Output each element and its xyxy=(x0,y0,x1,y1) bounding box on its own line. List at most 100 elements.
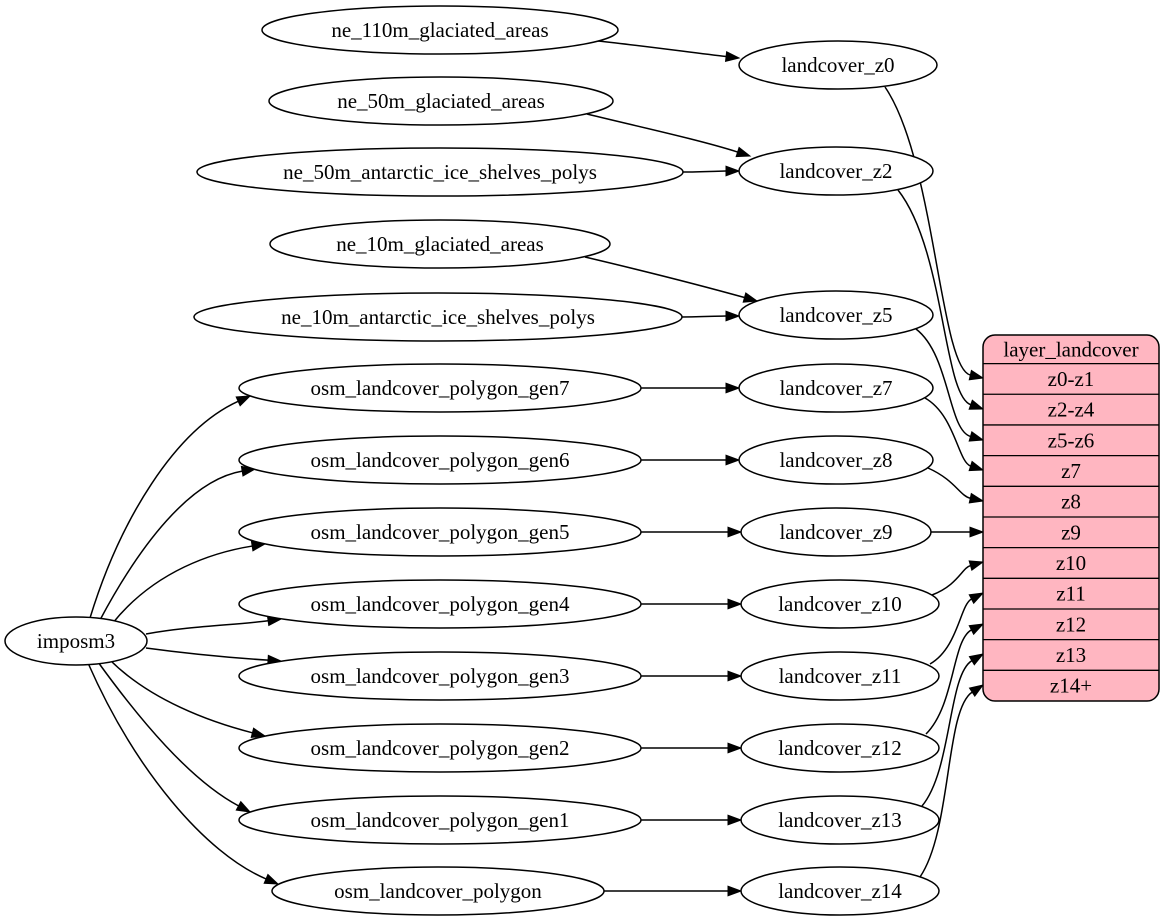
node-shape xyxy=(238,579,642,629)
arrowhead-icon xyxy=(725,165,741,177)
arrowhead-icon xyxy=(968,684,985,698)
arrowhead-icon xyxy=(727,742,743,754)
node-shape xyxy=(269,219,611,269)
arrowhead-icon xyxy=(735,146,752,158)
node-label: landcover_z14 xyxy=(778,879,902,903)
record-row-z5-z6: z5-z6 xyxy=(1048,428,1095,452)
edge-osm_landcover_polygon_gen4-landcover_z10 xyxy=(641,598,743,610)
node-label: ne_110m_glaciated_areas xyxy=(331,18,548,42)
node-shape xyxy=(271,866,605,916)
node-label: osm_landcover_polygon_gen3 xyxy=(311,664,570,688)
arrowhead-icon xyxy=(263,873,280,885)
node-label: osm_landcover_polygon_gen4 xyxy=(311,592,570,616)
node-shape xyxy=(238,507,642,557)
node-ne_10m_antarctic_ice_shelves_polys: ne_10m_antarctic_ice_shelves_polys xyxy=(193,292,683,342)
node-shape xyxy=(4,616,148,666)
edge-imposm3-osm_landcover_polygon_gen4 xyxy=(145,615,283,635)
edge-ne_10m_antarctic_ice_shelves_polys-landcover_z5 xyxy=(681,310,741,322)
arrowhead-icon xyxy=(968,399,985,410)
node-shape xyxy=(740,651,940,701)
arrowhead-icon xyxy=(968,592,985,605)
edge-imposm3-osm_landcover_polygon_gen6 xyxy=(99,465,257,621)
node-shape xyxy=(268,76,614,126)
node-ne_50m_glaciated_areas: ne_50m_glaciated_areas xyxy=(268,76,614,126)
arrowhead-icon xyxy=(725,382,741,394)
node-shape xyxy=(738,290,934,340)
node-shape xyxy=(196,147,684,197)
edge-landcover_z9-layer_landcover-z9 xyxy=(931,526,985,538)
node-shape xyxy=(238,435,642,485)
node-shape xyxy=(261,5,619,55)
node-landcover_z2: landcover_z2 xyxy=(738,146,934,196)
node-shape xyxy=(238,723,642,773)
record-row-z7: z7 xyxy=(1061,459,1081,483)
node-shape xyxy=(738,146,934,196)
arrowhead-icon xyxy=(968,369,985,381)
arrowhead-icon xyxy=(725,310,741,322)
node-label: landcover_z11 xyxy=(779,664,902,688)
arrowhead-icon xyxy=(968,492,985,504)
edge-osm_landcover_polygon_gen7-landcover_z7 xyxy=(640,382,741,394)
arrowhead-icon xyxy=(968,460,985,472)
edge-imposm3-osm_landcover_polygon xyxy=(87,662,280,885)
edge-imposm3-osm_landcover_polygon_gen7 xyxy=(89,395,252,619)
node-label: imposm3 xyxy=(37,629,115,653)
arrowhead-icon xyxy=(727,814,743,826)
node-label: osm_landcover_polygon_gen7 xyxy=(311,376,570,400)
arrowhead-icon xyxy=(727,598,743,610)
arrowhead-icon xyxy=(727,526,743,538)
edge-osm_landcover_polygon_gen2-landcover_z12 xyxy=(640,742,743,754)
node-osm_landcover_polygon_gen5: osm_landcover_polygon_gen5 xyxy=(238,507,642,557)
node-osm_landcover_polygon: osm_landcover_polygon xyxy=(271,866,605,916)
edge-landcover_z11-layer_landcover-z11 xyxy=(929,592,985,665)
edge-osm_landcover_polygon_gen6-landcover_z8 xyxy=(640,454,741,466)
record-row-z8: z8 xyxy=(1061,490,1081,514)
edge-landcover_z5-layer_landcover-z5-z6 xyxy=(915,328,985,442)
edge-ne_50m_antarctic_ice_shelves_polys-landcover_z2 xyxy=(682,165,741,177)
edge-ne_10m_glaciated_areas-landcover_z5 xyxy=(584,256,759,303)
node-label: osm_landcover_polygon xyxy=(334,879,542,903)
arrowhead-icon xyxy=(727,885,743,897)
edge-osm_landcover_polygon_gen5-landcover_z9 xyxy=(641,526,743,538)
node-landcover_z7: landcover_z7 xyxy=(738,363,934,413)
node-shape xyxy=(740,866,940,916)
edge-landcover_z0-layer_landcover-z0-z1 xyxy=(884,86,985,381)
node-ne_50m_antarctic_ice_shelves_polys: ne_50m_antarctic_ice_shelves_polys xyxy=(196,147,684,197)
node-landcover_z0: landcover_z0 xyxy=(738,40,938,90)
node-landcover_z10: landcover_z10 xyxy=(740,579,940,629)
record-row-z0-z1: z0-z1 xyxy=(1048,367,1095,391)
edges-layer xyxy=(87,40,985,897)
node-osm_landcover_polygon_gen1: osm_landcover_polygon_gen1 xyxy=(238,795,642,845)
node-imposm3: imposm3 xyxy=(4,616,148,666)
edge-imposm3-osm_landcover_polygon_gen2 xyxy=(109,659,267,739)
node-osm_landcover_polygon_gen7: osm_landcover_polygon_gen7 xyxy=(238,363,642,413)
arrowhead-icon xyxy=(235,395,252,407)
node-shape xyxy=(740,795,940,845)
node-shape xyxy=(238,651,642,701)
edge-osm_landcover_polygon_gen3-landcover_z11 xyxy=(640,670,743,682)
node-label: landcover_z0 xyxy=(781,53,894,77)
node-label: landcover_z7 xyxy=(779,376,892,400)
node-label: landcover_z10 xyxy=(778,592,902,616)
node-landcover_z12: landcover_z12 xyxy=(740,723,940,773)
node-landcover_z13: landcover_z13 xyxy=(740,795,940,845)
node-shape xyxy=(738,435,934,485)
node-label: landcover_z13 xyxy=(778,808,902,832)
node-ne_10m_glaciated_areas: ne_10m_glaciated_areas xyxy=(269,219,611,269)
node-label: ne_50m_glaciated_areas xyxy=(337,89,545,113)
node-landcover_z8: landcover_z8 xyxy=(738,435,934,485)
arrowhead-icon xyxy=(742,292,759,303)
record-row-z12: z12 xyxy=(1056,612,1086,636)
edge-landcover_z14-layer_landcover-z14+ xyxy=(919,684,985,878)
node-label: osm_landcover_polygon_gen5 xyxy=(311,520,570,544)
node-shape xyxy=(238,363,642,413)
edge-osm_landcover_polygon_gen1-landcover_z13 xyxy=(641,814,743,826)
node-osm_landcover_polygon_gen3: osm_landcover_polygon_gen3 xyxy=(238,651,642,701)
node-shape xyxy=(740,579,940,629)
node-shape xyxy=(738,363,934,413)
edge-ne_110m_glaciated_areas-landcover_z0 xyxy=(597,40,741,62)
arrowhead-icon xyxy=(250,727,267,739)
record-node-layer_landcover: layer_landcoverz0-z1z2-z4z5-z6z7z8z9z10z… xyxy=(982,334,1160,702)
